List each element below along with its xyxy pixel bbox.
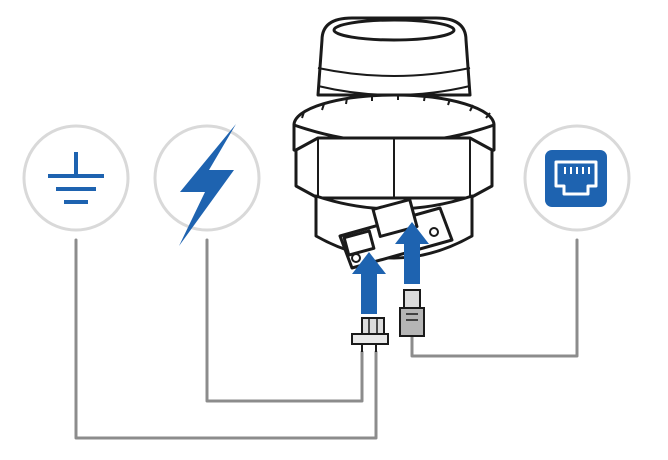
lightning-icon <box>153 124 261 246</box>
ground-power-connector <box>351 317 389 352</box>
ethernet-wire <box>410 238 579 358</box>
ground-wire <box>74 238 378 440</box>
ethernet-connector <box>399 289 425 337</box>
ground-power-arrow <box>352 252 386 314</box>
outdoor-antenna-unit <box>292 16 496 270</box>
power-wire <box>205 238 364 403</box>
ground-icon <box>22 124 130 232</box>
ethernet-arrow <box>395 222 429 284</box>
ethernet-port-icon <box>523 124 631 232</box>
